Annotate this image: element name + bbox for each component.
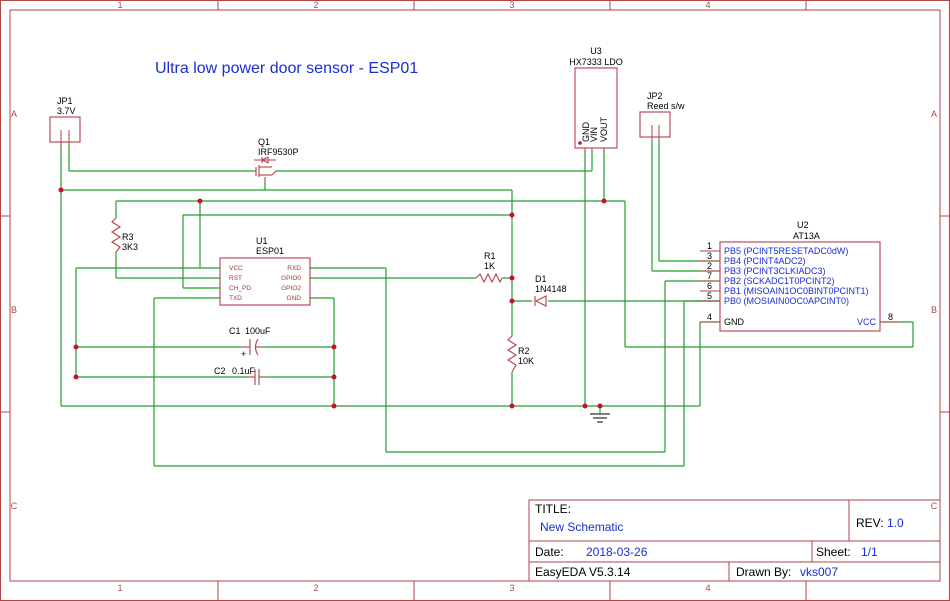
u1-pin-gnd: GND	[287, 295, 302, 302]
u2-pin2-num: 2	[707, 261, 712, 271]
u2-pb2-label: PB2 (SCKADC1T0PCINT2)	[724, 276, 835, 286]
u2-pb3-label: PB3 (PCINT3CLKIADC3)	[724, 266, 826, 276]
r1-value: 1K	[484, 261, 495, 271]
zone-right-c: C	[931, 501, 938, 511]
u2-pb0-label: PB0 (MOSIAIN0OC0APCINT0)	[724, 296, 849, 306]
jp1-value: 3.7V	[57, 106, 76, 116]
jp1-connector: JP1 3.7V	[49, 96, 81, 146]
zone-top-2: 2	[313, 0, 318, 10]
junctions	[58, 187, 607, 409]
c1-capacitor: + C1 100uF	[229, 326, 271, 359]
u1-ref: U1	[256, 236, 268, 246]
u3-pin-vin: VIN	[589, 127, 599, 142]
r1-resistor: R1 1K	[475, 251, 503, 284]
u3-pin-gnd: GND	[581, 122, 591, 143]
r3-resistor: R3 3K3	[110, 217, 138, 253]
d1-diode: D1 1N4148	[534, 274, 567, 307]
d1-ref: D1	[535, 274, 547, 284]
zone-left-c: C	[11, 501, 18, 511]
tb-rev-value: 1.0	[887, 516, 904, 530]
u1-pin-rst: RST	[229, 275, 242, 282]
d1-value: 1N4148	[535, 284, 567, 294]
c2-ref: C2	[214, 366, 226, 376]
r2-value: 10K	[518, 356, 534, 366]
u3-ldo: U3 HX7333 LDO GND VIN VOUT	[569, 46, 623, 152]
zone-right-b: B	[931, 305, 937, 315]
u1-value: ESP01	[256, 246, 284, 256]
q1-value: IRF9530P	[258, 147, 299, 157]
ground-symbol	[590, 413, 610, 423]
r1-ref: R1	[484, 251, 496, 261]
u2-vcc-label: VCC	[857, 317, 877, 327]
u2-pb5-label: PB5 (PCINT5RESETADC0dW)	[724, 246, 848, 256]
tb-drawn-value: vks007	[800, 565, 838, 579]
u3-pin-vout: VOUT	[599, 116, 609, 142]
c1-value: 100uF	[245, 326, 271, 336]
u1-pin-txd: TXD	[229, 295, 242, 302]
r3-value: 3K3	[122, 242, 138, 252]
u1-pin-rxd: RXD	[287, 265, 301, 272]
tb-date-value: 2018-03-26	[586, 545, 648, 559]
zone-right-a: A	[931, 109, 937, 119]
wires	[60, 140, 914, 467]
u2-gnd-label: GND	[724, 317, 745, 327]
zone-top-1: 1	[117, 0, 122, 10]
tb-sheet-label: Sheet:	[816, 545, 851, 559]
zone-top-4: 4	[705, 0, 710, 10]
c1-polarity: +	[241, 349, 246, 359]
tb-sheet-value: 1/1	[861, 545, 878, 559]
u2-pin6-num: 6	[707, 281, 712, 291]
u2-attiny13a: U2 AT13A 1 3 2 7 6 5 4 8 PB5 (PCINT5RESE…	[700, 220, 900, 332]
u2-pin4-num: 4	[707, 312, 712, 322]
jp2-connector: JP2 Reed s/w	[639, 91, 685, 141]
zone-left-a: A	[11, 109, 17, 119]
u2-pb1-label: PB1 (MISOAIN1OC0BINT0PCINT1)	[724, 286, 869, 296]
u2-pin8-num: 8	[888, 312, 893, 322]
tb-title-value: New Schematic	[540, 520, 623, 534]
r2-resistor: R2 10K	[506, 335, 534, 373]
u3-ref: U3	[590, 46, 602, 56]
q1-ref: Q1	[258, 137, 270, 147]
c2-capacitor: C2 0.1uF	[214, 366, 266, 385]
u1-pin-chpd: CH_PD	[229, 285, 251, 292]
q1-mosfet: Q1 IRF9530P	[254, 137, 299, 183]
u2-value: AT13A	[793, 231, 820, 241]
zone-top-3: 3	[509, 0, 514, 10]
u3-value: HX7333 LDO	[569, 57, 623, 67]
r3-ref: R3	[122, 232, 134, 242]
title-block: TITLE: New Schematic REV: 1.0 Date: 2018…	[528, 499, 941, 582]
jp2-value: Reed s/w	[647, 101, 685, 111]
jp2-ref: JP2	[647, 91, 663, 101]
jp1-ref: JP1	[57, 96, 73, 106]
zone-left-b: B	[11, 305, 17, 315]
tb-drawn-label: Drawn By:	[736, 565, 791, 579]
tb-rev-label: REV:	[856, 516, 884, 530]
u2-ref: U2	[797, 220, 809, 230]
u2-pin5-num: 5	[707, 291, 712, 301]
u1-esp01: U1 ESP01 VCC RST CH_PD TXD RXD GPIO0 GPI…	[219, 236, 311, 306]
c1-ref: C1	[229, 326, 241, 336]
r2-ref: R2	[518, 346, 530, 356]
u2-pin7-num: 7	[707, 271, 712, 281]
schematic-title: Ultra low power door sensor - ESP01	[155, 60, 418, 77]
inner-frame	[9, 9, 941, 582]
c2-value: 0.1uF	[232, 366, 256, 376]
zone-bottom-2: 2	[313, 583, 318, 593]
zone-bottom-4: 4	[705, 583, 710, 593]
u2-pb4-label: PB4 (PCINT4ADC2)	[724, 256, 806, 266]
u1-pin-vcc: VCC	[229, 265, 243, 272]
tb-date-label: Date:	[535, 545, 564, 559]
zone-bottom-1: 1	[117, 583, 122, 593]
u1-pin-gpio0: GPIO0	[281, 275, 301, 282]
tb-software: EasyEDA V5.3.14	[535, 565, 631, 579]
zone-bottom-3: 3	[509, 583, 514, 593]
u2-pin3-num: 3	[707, 251, 712, 261]
u2-pin1-num: 1	[707, 241, 712, 251]
u1-pin-gpio2: GPIO2	[281, 285, 301, 292]
tb-title-label: TITLE:	[535, 502, 571, 516]
